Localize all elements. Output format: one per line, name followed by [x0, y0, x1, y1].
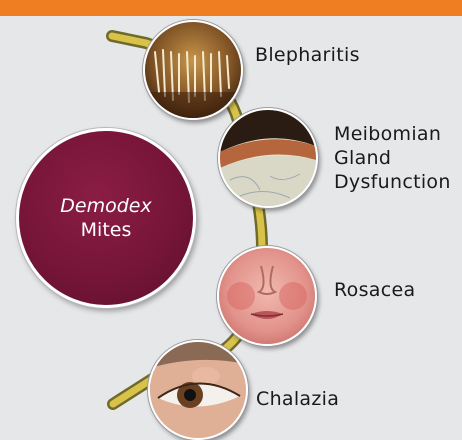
- label-mgd-line2: Gland: [334, 146, 451, 170]
- eye-chalazion-photo: [148, 340, 248, 440]
- eyelid-gland-photo: [218, 108, 318, 208]
- main-circle-label-line1: Demodex: [60, 194, 151, 218]
- eyelash-closeup-photo: [143, 20, 243, 120]
- demodex-mites-circle: Demodex Mites: [16, 128, 196, 308]
- label-mgd-line3: Dysfunction: [334, 170, 451, 194]
- main-circle-label-line2: Mites: [81, 218, 132, 242]
- label-rosacea: Rosacea: [334, 278, 415, 302]
- label-meibomian-gland-dysfunction: Meibomian Gland Dysfunction: [334, 122, 451, 194]
- label-blepharitis: Blepharitis: [255, 43, 360, 67]
- label-chalazia: Chalazia: [256, 387, 339, 411]
- label-mgd-line1: Meibomian: [334, 122, 451, 146]
- face-redness-photo: [217, 246, 317, 346]
